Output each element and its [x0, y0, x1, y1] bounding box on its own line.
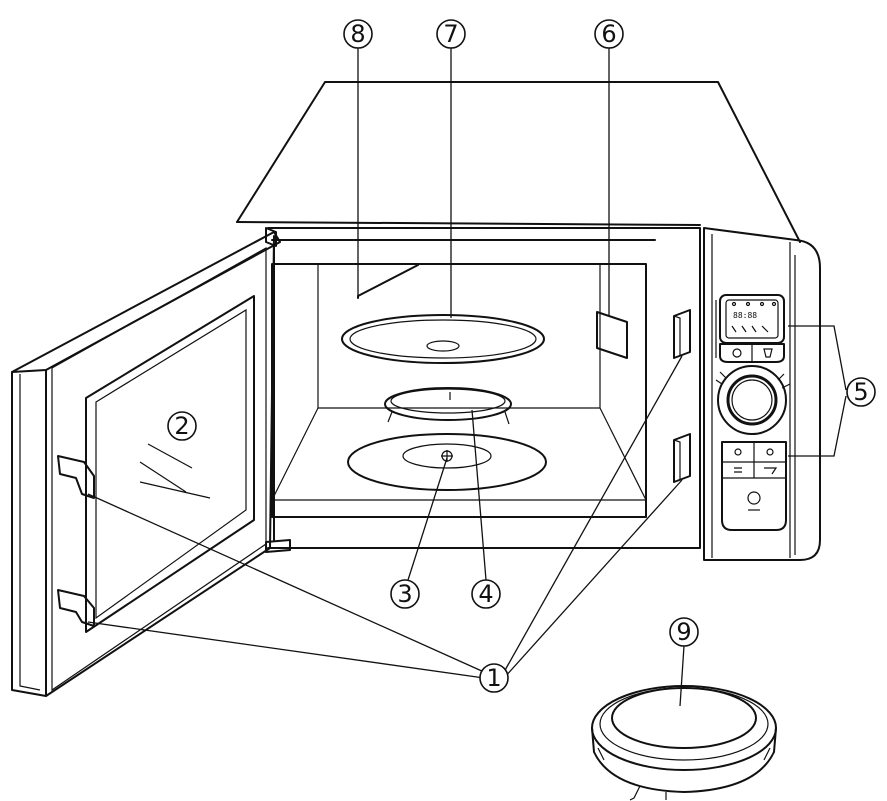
power-level-icon: [734, 448, 742, 456]
svg-text:4: 4: [478, 580, 493, 608]
svg-text:3: 3: [397, 580, 412, 608]
control-dial[interactable]: [715, 365, 791, 435]
svg-text:7: 7: [443, 20, 458, 48]
callout-9: 9: [669, 617, 699, 647]
start-icon: [747, 491, 761, 505]
turntable-base: [347, 433, 547, 491]
callout-7: 7: [436, 19, 466, 49]
callout-2: 2: [167, 411, 197, 441]
callout-8: 8: [343, 19, 373, 49]
waveguide-edge: [357, 264, 419, 299]
svg-text:8: 8: [350, 20, 365, 48]
clock-icon: [732, 348, 742, 358]
grill-icon: [766, 448, 774, 456]
roller-ring: [384, 387, 512, 425]
svg-text:1: 1: [486, 664, 501, 692]
glass-glare: [139, 443, 211, 499]
defrost-icon: [734, 467, 742, 473]
oven-door: [11, 227, 291, 697]
display-window: 88:88: [719, 294, 785, 344]
stop-icon: [763, 348, 773, 358]
svg-text:5: 5: [853, 378, 868, 406]
oven-cavity: [271, 263, 647, 518]
function-buttons: [721, 441, 787, 531]
svg-text:2: 2: [174, 412, 189, 440]
svg-text:6: 6: [601, 20, 616, 48]
display-digits: 88:88: [733, 311, 757, 320]
glass-tray: [341, 314, 545, 364]
control-panel: [703, 227, 821, 561]
latch-holes: [673, 309, 691, 483]
leader-lines: [87, 48, 847, 707]
cabinet-top: [236, 81, 801, 243]
callout-5: 5: [846, 377, 876, 407]
display-buttons: [719, 343, 785, 363]
callout-4: 4: [471, 579, 501, 609]
roller-ring-detail: [591, 685, 777, 801]
waveguide-cover-plate: [596, 311, 628, 359]
svg-text:9: 9: [676, 618, 691, 646]
auto-cook-icon: [764, 467, 778, 475]
callout-6: 6: [594, 19, 624, 49]
callout-1: 1: [479, 663, 509, 693]
callout-3: 3: [390, 579, 420, 609]
